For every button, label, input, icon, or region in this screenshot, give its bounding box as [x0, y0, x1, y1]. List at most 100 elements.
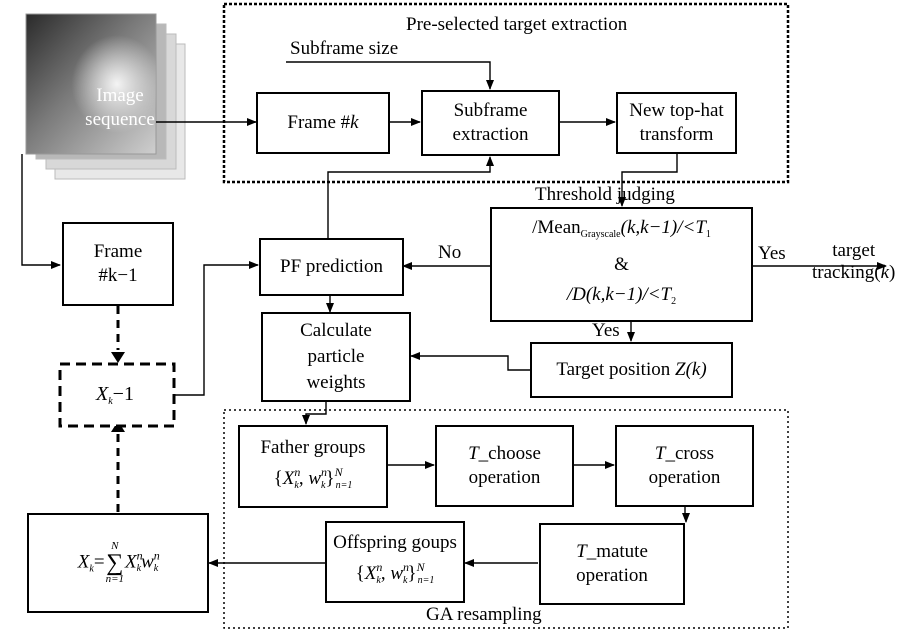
cond1-idx: 1 [705, 228, 711, 240]
sum-w-sup: n [153, 548, 160, 563]
tracking-var: k [880, 262, 890, 283]
arrow-xk1-to-pf [175, 261, 259, 396]
t-choose-line1: T_choose [468, 442, 541, 466]
t-matute-box: T_matute operation [539, 523, 685, 605]
image-sequence-line2: sequence [85, 109, 155, 130]
cond2-idx: 2 [671, 295, 677, 307]
arrow-position-to-weights [410, 352, 530, 371]
father-set-x-sub: k [294, 479, 299, 491]
offspring-set-w-sup: n [403, 560, 410, 574]
offspring-set-upper: N [416, 560, 425, 574]
tophat-line2: transform [639, 124, 714, 145]
sigma-glyph: ∑ [106, 550, 124, 576]
subframe-line1: Subframe [453, 100, 528, 121]
target-position-var: Z [674, 359, 686, 380]
sum-x: X [125, 551, 137, 573]
sigma-symbol: N∑n=1 [106, 541, 124, 585]
sigma-lower: n=1 [105, 573, 124, 585]
image-sequence-line1: Image [96, 85, 144, 106]
t-cross-t: T [654, 443, 666, 464]
arrow-weights-to-father [302, 402, 327, 425]
sum-x-sup: n [136, 548, 143, 563]
threshold-box: /MeanGrayscale(k,k−1)/<T1 & /D(k,k−1)/<T… [490, 207, 753, 322]
target-position-label: Target position Z(k) [556, 358, 706, 382]
cond2-prefix: /D(k,k−1)/<T [566, 283, 672, 305]
frame-k-prefix: Frame # [287, 112, 351, 133]
arrow-tophat-to-threshold [618, 154, 678, 207]
father-set-lower: n=1 [335, 479, 353, 491]
cond1-sub: Grayscale [580, 228, 621, 240]
offspring-set-formula: {Xnk, wnk}Nn=1 [355, 560, 435, 586]
target-tracking-line1: target [832, 240, 876, 261]
calc-weights-line2: particle [307, 346, 365, 367]
calc-weights-line1: Calculate [300, 320, 372, 341]
offspring-set-x-sub: k [376, 575, 381, 586]
t-choose-line2: operation [468, 467, 541, 488]
xk1-label: Xk−1 [96, 383, 134, 413]
calc-weights-box: Calculate particle weights [261, 312, 411, 402]
sum-w: w [141, 551, 154, 573]
frame-k1-line2: #k−1 [98, 265, 138, 286]
father-line1: Father groups [260, 436, 366, 458]
t-cross-text: _cross [665, 443, 715, 464]
ga-resampling-region [223, 409, 789, 629]
father-groups-box: Father groups {Xnk, wnk}Nn=1 [238, 425, 388, 508]
arrowhead-framek1-to-xk1 [111, 352, 125, 363]
sum-lhs-sub: k [89, 563, 94, 575]
subframe-extraction-box: Subframe extraction [421, 90, 560, 156]
pre-selected-title: Pre-selected target extraction [406, 14, 628, 35]
subframe-size-label: Subframe size [290, 38, 399, 59]
cond1-args: (k,k−1)/<T [620, 216, 706, 238]
xk1-sub: k [108, 396, 113, 407]
xk1-var: X [96, 383, 109, 405]
threshold-cond2: /D(k,k−1)/<T2 [567, 280, 676, 317]
target-tracking-label: target tracking(k) [812, 240, 895, 284]
threshold-title: Threshold judging [535, 184, 675, 205]
t-matute-t: T [576, 541, 587, 562]
pf-prediction-label: PF prediction [280, 256, 383, 277]
father-set-w-sup: n [321, 464, 328, 479]
sum-lhs: X [77, 551, 90, 573]
tophat-box: New top-hat transform [616, 92, 737, 154]
frame-k-label: Frame #k [287, 111, 358, 135]
t-choose-t: T [468, 443, 479, 464]
image-frame-cloud [26, 14, 156, 154]
t-matute-line1: T_matute [576, 540, 648, 564]
image-sequence-label: Image sequence [80, 84, 160, 132]
t-cross-line2: operation [648, 467, 721, 488]
t-choose-box: T_choose operation [435, 425, 574, 507]
father-set-x: X [282, 467, 295, 489]
t-matute-text: _matute [586, 541, 648, 562]
father-set-w: w [308, 467, 322, 489]
yes-right-label: Yes [758, 243, 786, 264]
no-label: No [438, 242, 462, 263]
offspring-set-x-sup: n [376, 560, 383, 574]
arrow-pf-to-subframe [327, 156, 494, 238]
ga-resampling-label: GA resampling [426, 604, 542, 625]
offspring-line1: Offspring goups [333, 532, 457, 553]
t-cross-line1: T_cross [655, 442, 714, 466]
sum-x-sub: k [136, 563, 142, 575]
arrow-image-to-framek1 [21, 154, 61, 269]
offspring-box: Offspring goups {Xnk, wnk}Nn=1 [325, 521, 465, 603]
frame-k-var: k [350, 112, 359, 133]
tophat-line1: New top-hat [629, 100, 724, 121]
frame-k1-line1: Frame [93, 241, 143, 262]
xk1-rest: −1 [112, 383, 134, 405]
subframe-line2: extraction [452, 124, 529, 145]
frame-k1-box: Frame #k−1 [62, 222, 174, 306]
offspring-set-x: X [364, 563, 377, 584]
arrow-cross-to-matute [682, 506, 690, 523]
pre-selected-region [222, 2, 790, 184]
yes-down-label: Yes [592, 320, 620, 341]
calc-weights-line3: weights [306, 372, 366, 393]
target-position-prefix: Target position [556, 359, 675, 380]
offspring-set-w: w [390, 563, 404, 584]
threshold-cond1: /MeanGrayscale(k,k−1)/<T1 [532, 213, 711, 250]
offspring-set-lower: n=1 [417, 575, 435, 586]
target-tracking-line2: tracking(k) [812, 262, 895, 284]
frame-k-box: Frame #k [256, 92, 390, 154]
t-cross-box: T_cross operation [615, 425, 754, 507]
